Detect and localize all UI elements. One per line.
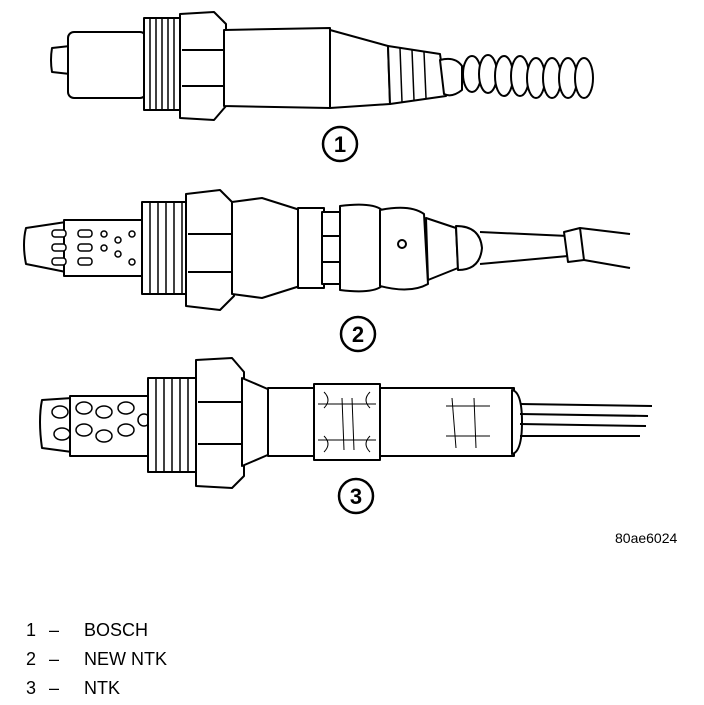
legend-separator: – xyxy=(49,620,60,640)
legend-item-label: NEW NTK xyxy=(84,649,168,669)
legend-item-number: 3 xyxy=(26,678,37,698)
legend-item-number: 1 xyxy=(26,620,37,640)
legend-separator: – xyxy=(49,678,60,698)
legend-item-label: NTK xyxy=(84,678,121,698)
legend-item: 2 – NEW NTK xyxy=(26,647,167,676)
sensor-2-drawing xyxy=(23,189,631,311)
callout-1: 1 xyxy=(321,125,359,163)
figure-reference-code: 80ae6024 xyxy=(615,530,678,546)
sensor-1-drawing xyxy=(50,11,594,121)
svg-text:3: 3 xyxy=(350,484,362,509)
callout-3: 3 xyxy=(337,477,375,515)
legend-item-number: 2 xyxy=(26,649,37,669)
legend-item: 1 – BOSCH xyxy=(26,618,167,647)
svg-text:2: 2 xyxy=(352,322,364,347)
legend-separator: – xyxy=(49,649,60,669)
svg-text:1: 1 xyxy=(334,132,346,157)
callout-2: 2 xyxy=(339,315,377,353)
legend-item: 3 – NTK xyxy=(26,676,167,705)
sensor-diagram: 1 2 3 xyxy=(23,11,653,515)
legend-item-label: BOSCH xyxy=(84,620,149,640)
sensor-3-drawing xyxy=(39,357,653,489)
legend: 1 – BOSCH 2 – NEW NTK 3 – NTK xyxy=(26,618,167,705)
